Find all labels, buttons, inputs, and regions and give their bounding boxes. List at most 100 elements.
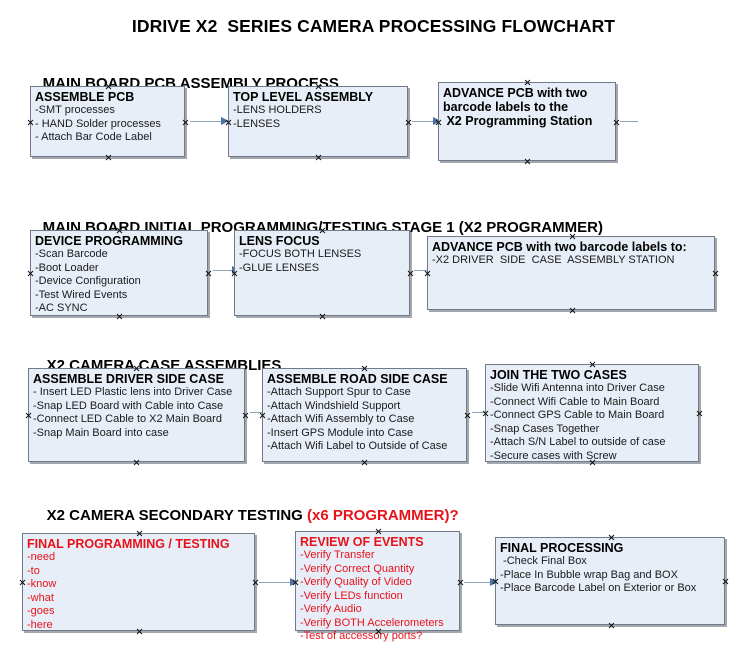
arrowhead-icon xyxy=(221,117,229,125)
connector-handle-bottom[interactable] xyxy=(361,459,368,466)
node-title: FINAL PROCESSING xyxy=(500,541,624,555)
node-line: -know xyxy=(27,578,57,590)
connector-handle-right[interactable] xyxy=(252,579,259,586)
node-line: -Attach Windshield Support xyxy=(267,399,401,412)
node-review-of-events[interactable]: REVIEW OF EVENTS -Verify Transfer -Verif… xyxy=(295,531,460,642)
node-title: LENS FOCUS xyxy=(239,234,320,248)
connector-handle-right[interactable] xyxy=(457,579,464,586)
node-title: ASSEMBLE PCB xyxy=(35,90,135,104)
connector-handle-bottom[interactable] xyxy=(524,158,531,165)
node-line: -Connect Wifi Cable to Main Board xyxy=(490,395,660,408)
node-line: -Place In Bubble wrap Bag and BOX xyxy=(500,568,678,581)
connector-handle-bottom[interactable] xyxy=(315,154,322,161)
node-assemble-pcb[interactable]: ASSEMBLE PCB -SMT processes - HAND Solde… xyxy=(30,86,185,157)
node-advance-pcb-programming-station[interactable]: ADVANCE PCB with two barcode labels to t… xyxy=(438,82,616,161)
connector-handle-bottom[interactable] xyxy=(133,459,140,466)
node-title: TOP LEVEL ASSEMBLY xyxy=(233,90,374,104)
node-title-line-3: X2 Programming Station xyxy=(443,114,593,128)
section-heading-4: X2 CAMERA SECONDARY TESTING (x6 PROGRAMM… xyxy=(30,490,459,541)
connector-handle-right[interactable] xyxy=(722,578,729,585)
node-title-line-2: barcode labels to the xyxy=(443,100,569,114)
connector-handle-top[interactable] xyxy=(608,534,615,541)
arrowhead-icon xyxy=(433,117,441,125)
connector-handle-top[interactable] xyxy=(524,79,531,86)
node-line: -need xyxy=(27,551,56,563)
connector-handle-bottom[interactable] xyxy=(569,307,576,314)
connector-handle-right[interactable] xyxy=(407,270,414,277)
connector-1-2-to-1-3 xyxy=(412,117,441,125)
section-heading-4-text: X2 CAMERA SECONDARY TESTING xyxy=(46,507,307,524)
arrowhead-icon xyxy=(290,578,298,586)
node-line: -Secure cases with Screw xyxy=(490,449,617,462)
node-line: -Device Configuration xyxy=(35,275,141,287)
node-line: -Scan Barcode xyxy=(35,248,108,260)
node-assemble-road-side-case[interactable]: ASSEMBLE ROAD SIDE CASE -Attach Support … xyxy=(262,368,467,462)
node-line-overflow: -Test of accessory ports? xyxy=(300,630,423,642)
node-line: -Attach Support Spur to Case xyxy=(267,386,411,398)
node-line: -Connect LED Cable to X2 Main Board xyxy=(33,413,222,425)
node-title: ADVANCE PCB with two barcode labels to: xyxy=(432,240,687,254)
node-final-processing[interactable]: FINAL PROCESSING -Check Final Box -Place… xyxy=(495,537,725,625)
node-line: -Attach S/N Label to outside of case xyxy=(490,436,666,448)
node-title: JOIN THE TWO CASES xyxy=(490,368,627,382)
node-title: ADVANCE PCB with two xyxy=(443,86,588,100)
node-line: -goes xyxy=(27,605,55,617)
connector-handle-left[interactable] xyxy=(424,270,431,277)
connector-handle-bottom[interactable] xyxy=(319,313,326,320)
connector-handle-right[interactable] xyxy=(613,119,620,126)
connector-handle-right[interactable] xyxy=(182,119,189,126)
node-line: -SMT processes xyxy=(35,104,115,116)
connector-handle-top[interactable] xyxy=(361,365,368,372)
connector-1-1-to-1-2 xyxy=(190,117,229,125)
node-final-programming-testing[interactable]: FINAL PROGRAMMING / TESTING -need -to -k… xyxy=(22,533,255,631)
connector-handle-bottom[interactable] xyxy=(608,622,615,629)
connector-handle-left[interactable] xyxy=(27,119,34,126)
node-line: -Verify Correct Quantity xyxy=(300,562,415,575)
node-line: -FOCUS BOTH LENSES xyxy=(239,248,362,260)
node-line: -AC SYNC xyxy=(35,302,88,314)
connector-handle-right[interactable] xyxy=(205,270,212,277)
node-line: - Insert LED Plastic lens into Driver Ca… xyxy=(33,386,233,398)
node-advance-pcb-driver-side-case[interactable]: ADVANCE PCB with two barcode labels to: … xyxy=(427,236,715,310)
connector-handle-right[interactable] xyxy=(712,270,719,277)
connector-4-1-to-4-2 xyxy=(259,578,298,586)
connector-handle-right[interactable] xyxy=(464,412,471,419)
node-line: -Insert GPS Module into Case xyxy=(267,426,414,439)
connector-handle-left[interactable] xyxy=(259,412,266,419)
node-title: ASSEMBLE ROAD SIDE CASE xyxy=(267,372,448,386)
node-line: -X2 DRIVER SIDE CASE ASSEMBLY STATION xyxy=(432,254,675,266)
node-line: -Connect GPS Cable to Main Board xyxy=(490,409,665,421)
node-line: -Slide Wifi Antenna into Driver Case xyxy=(490,382,665,394)
section-heading-4-accent: (x6 PROGRAMMER)? xyxy=(306,507,459,524)
connector-4-2-to-4-3 xyxy=(464,578,498,586)
node-line: -Test Wired Events xyxy=(35,288,128,301)
node-join-the-two-cases[interactable]: JOIN THE TWO CASES -Slide Wifi Antenna i… xyxy=(485,364,699,462)
node-line: -Check Final Box xyxy=(500,555,587,567)
page-title: IDRIVE X2 SERIES CAMERA PROCESSING FLOWC… xyxy=(131,16,616,36)
node-line: -Verify Audio xyxy=(300,603,362,615)
node-line: -Snap LED Board with Cable into Case xyxy=(33,399,224,412)
node-device-programming[interactable]: DEVICE PROGRAMMING -Scan Barcode -Boot L… xyxy=(30,230,208,316)
connector-handle-left[interactable] xyxy=(19,579,26,586)
node-line: -Place Barcode Label on Exterior or Box xyxy=(500,582,697,594)
node-line: -Boot Loader xyxy=(35,261,99,274)
node-line: -Verify BOTH Accelerometers xyxy=(300,616,444,629)
node-line: -Snap Cases Together xyxy=(490,422,600,435)
node-top-level-assembly[interactable]: TOP LEVEL ASSEMBLY -LENS HOLDERS -LENSES xyxy=(228,86,408,157)
connector-handle-bottom[interactable] xyxy=(105,154,112,161)
connector-handle-top[interactable] xyxy=(589,361,596,368)
connector-stub-1 xyxy=(620,121,638,122)
connector-handle-right[interactable] xyxy=(242,412,249,419)
node-lens-focus[interactable]: LENS FOCUS -FOCUS BOTH LENSES -GLUE LENS… xyxy=(234,230,410,316)
connector-handle-right[interactable] xyxy=(696,410,703,417)
arrowhead-icon xyxy=(490,578,498,586)
node-line: - Attach Bar Code Label xyxy=(35,131,152,143)
node-title: DEVICE PROGRAMMING xyxy=(35,234,183,248)
node-line: -Verify Transfer xyxy=(300,549,375,561)
connector-handle-left[interactable] xyxy=(27,270,34,277)
connector-handle-right[interactable] xyxy=(405,119,412,126)
connector-handle-left[interactable] xyxy=(25,412,32,419)
node-line: -GLUE LENSES xyxy=(239,261,320,274)
node-assemble-driver-side-case[interactable]: ASSEMBLE DRIVER SIDE CASE - Insert LED P… xyxy=(28,368,245,462)
